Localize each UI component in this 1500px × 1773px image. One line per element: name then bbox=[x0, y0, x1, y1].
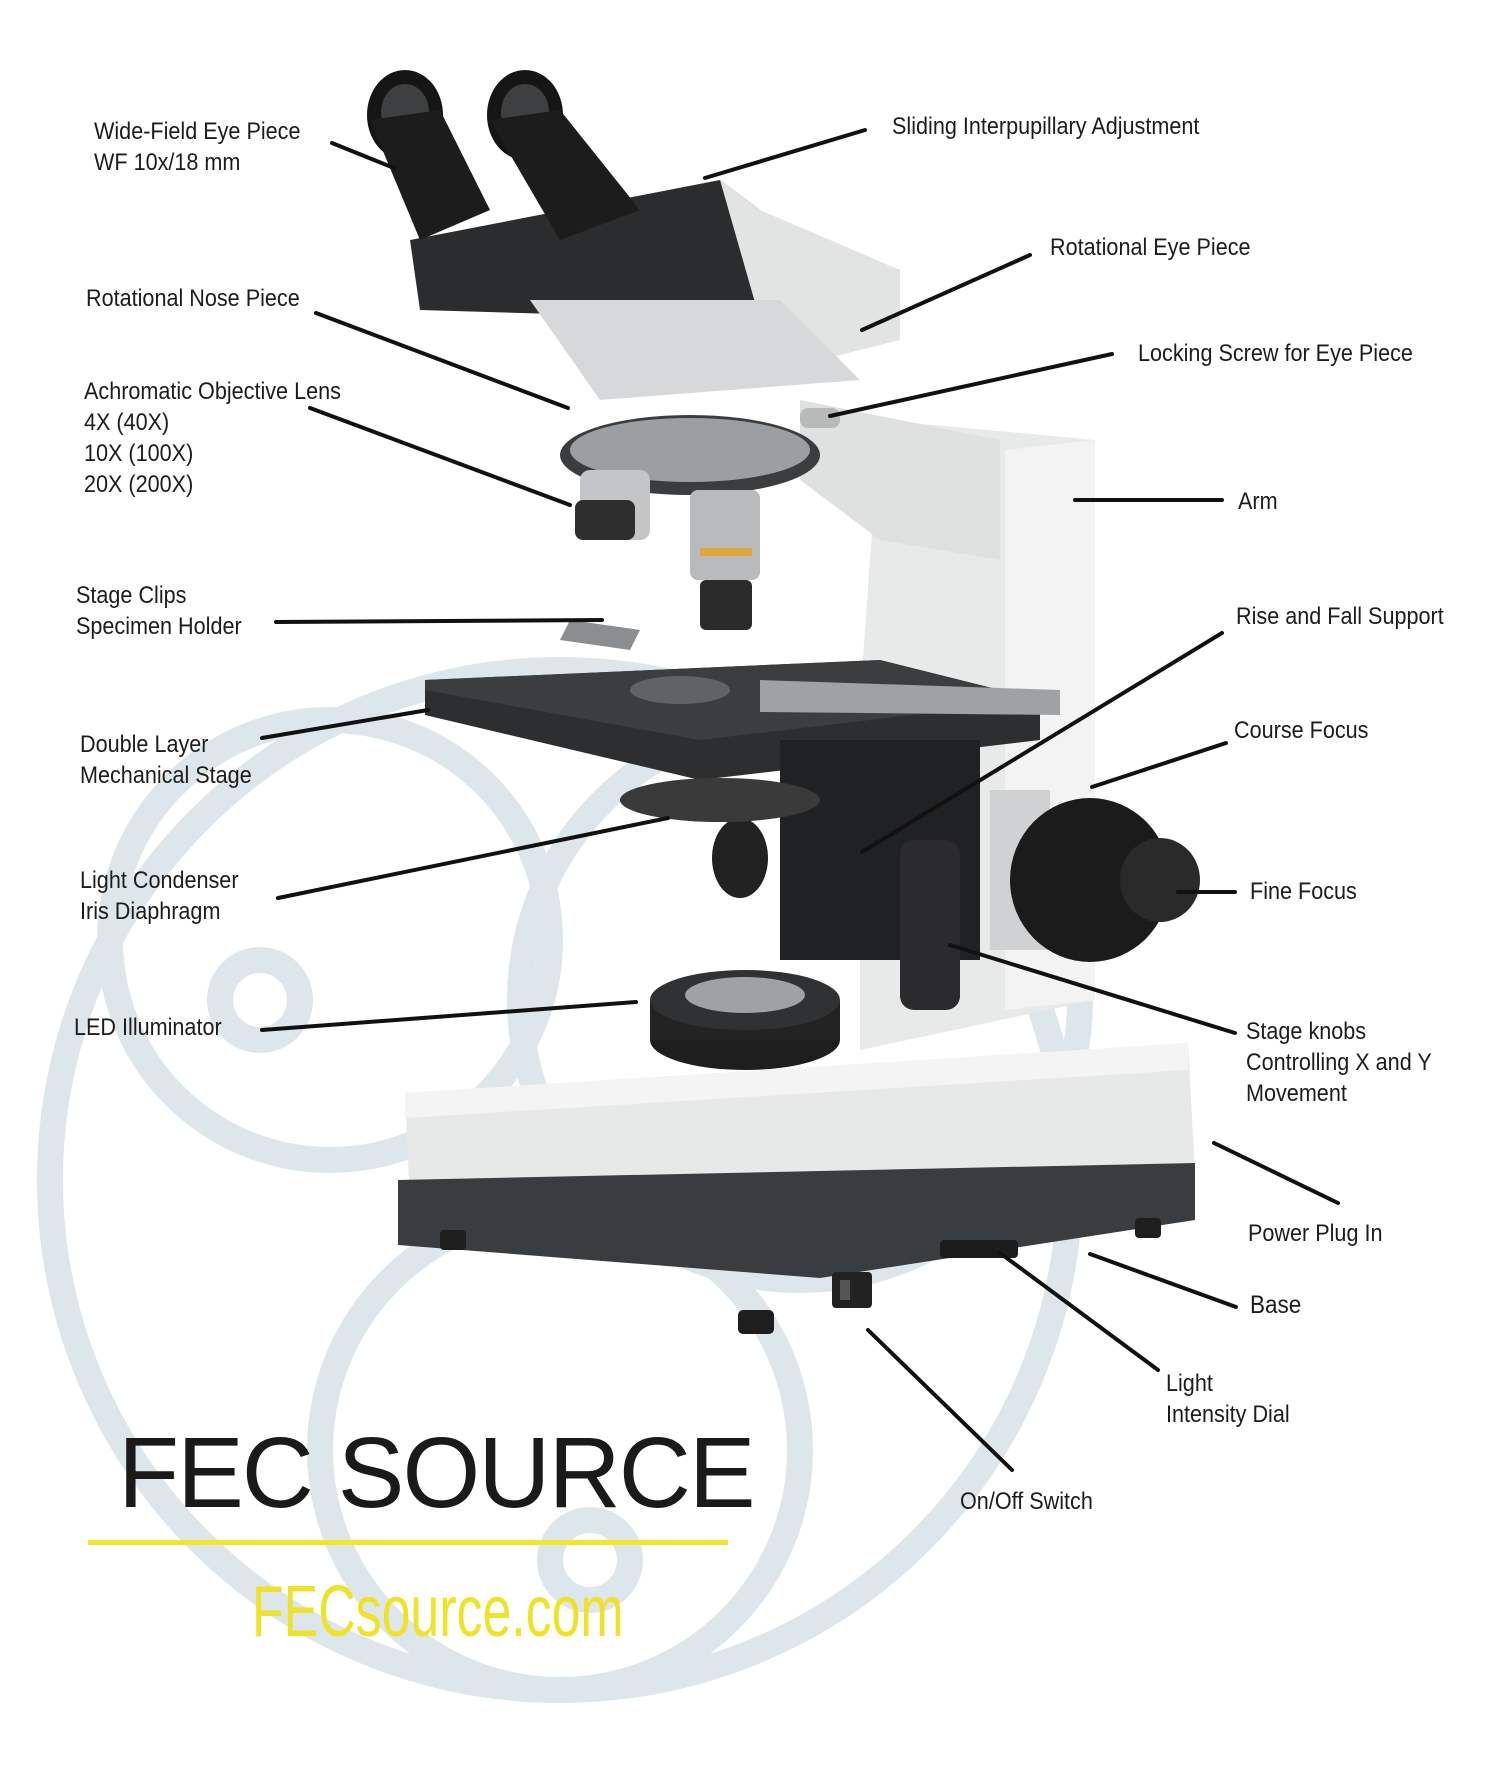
label-line: WF 10x/18 mm bbox=[94, 149, 241, 176]
label-line: Stage knobs bbox=[1246, 1018, 1367, 1045]
label-line: Light bbox=[1166, 1370, 1213, 1397]
label-base: Base bbox=[1250, 1290, 1301, 1321]
label-line: Base bbox=[1250, 1291, 1302, 1319]
brand-logo-text: FEC SOURCE bbox=[118, 1417, 756, 1529]
label-stage-knobs: Stage knobs Controlling X and Y Movement bbox=[1246, 1016, 1432, 1109]
label-wide-field-eye-piece: Wide-Field Eye Piece WF 10x/18 mm bbox=[94, 116, 300, 178]
brand-website: FECsource.com bbox=[252, 1572, 624, 1652]
label-rotational-nose-piece: Rotational Nose Piece bbox=[86, 283, 300, 314]
label-line: Specimen Holder bbox=[76, 613, 242, 640]
label-rotational-eye-piece: Rotational Eye Piece bbox=[1050, 232, 1251, 263]
label-line: Power Plug In bbox=[1248, 1220, 1383, 1247]
label-led-illuminator: LED Illuminator bbox=[74, 1012, 222, 1043]
label-line: Arm bbox=[1238, 488, 1278, 515]
label-line: 4X (40X) bbox=[84, 409, 170, 436]
label-line: On/Off Switch bbox=[960, 1488, 1093, 1515]
label-line: Mechanical Stage bbox=[80, 762, 252, 789]
eyepiece-head-shape bbox=[367, 70, 900, 428]
label-line: Controlling X and Y bbox=[1246, 1049, 1432, 1076]
label-line: Double Layer bbox=[80, 731, 209, 758]
label-arm: Arm bbox=[1238, 486, 1278, 517]
label-course-focus: Course Focus bbox=[1234, 715, 1368, 746]
label-fine-focus: Fine Focus bbox=[1250, 876, 1357, 907]
label-line: Iris Diaphragm bbox=[80, 898, 221, 925]
label-double-layer-mechanical-stage: Double Layer Mechanical Stage bbox=[80, 729, 252, 791]
label-stage-clips: Stage Clips Specimen Holder bbox=[76, 580, 242, 642]
label-line: 10X (100X) bbox=[84, 440, 194, 467]
label-sliding-interpupillary-adjustment: Sliding Interpupillary Adjustment bbox=[892, 111, 1199, 142]
label-locking-screw: Locking Screw for Eye Piece bbox=[1138, 338, 1413, 369]
label-light-intensity-dial: Light Intensity Dial bbox=[1166, 1368, 1290, 1430]
label-on-off-switch: On/Off Switch bbox=[960, 1486, 1093, 1517]
focus-block-shape bbox=[620, 740, 1200, 1010]
leader-lines bbox=[260, 128, 1340, 1472]
label-line: Rotational Eye Piece bbox=[1050, 234, 1251, 261]
label-line: Intensity Dial bbox=[1166, 1401, 1290, 1428]
label-line: Rise and Fall Support bbox=[1236, 603, 1444, 630]
label-line: 20X (200X) bbox=[84, 471, 194, 498]
label-achromatic-objective-lens: Achromatic Objective Lens 4X (40X) 10X (… bbox=[84, 376, 341, 500]
label-line: Light Condenser bbox=[80, 867, 239, 894]
label-line: Stage Clips bbox=[76, 582, 187, 609]
label-line: Movement bbox=[1246, 1080, 1347, 1107]
label-line: Wide-Field Eye Piece bbox=[94, 118, 301, 145]
label-power-plug-in: Power Plug In bbox=[1248, 1218, 1382, 1249]
label-line: Locking Screw for Eye Piece bbox=[1138, 340, 1413, 367]
label-line: LED Illuminator bbox=[74, 1014, 222, 1041]
nosepiece-shape bbox=[560, 415, 820, 630]
led-illuminator-shape bbox=[650, 970, 840, 1070]
label-line: Fine Focus bbox=[1250, 878, 1357, 905]
label-line: Rotational Nose Piece bbox=[86, 285, 300, 312]
base-shape bbox=[398, 1043, 1195, 1334]
label-line: Achromatic Objective Lens bbox=[84, 378, 341, 405]
label-light-condenser: Light Condenser Iris Diaphragm bbox=[80, 865, 239, 927]
label-line: Course Focus bbox=[1234, 717, 1369, 744]
brand-underline bbox=[88, 1540, 728, 1545]
label-rise-and-fall-support: Rise and Fall Support bbox=[1236, 601, 1444, 632]
label-line: Sliding Interpupillary Adjustment bbox=[892, 113, 1200, 140]
